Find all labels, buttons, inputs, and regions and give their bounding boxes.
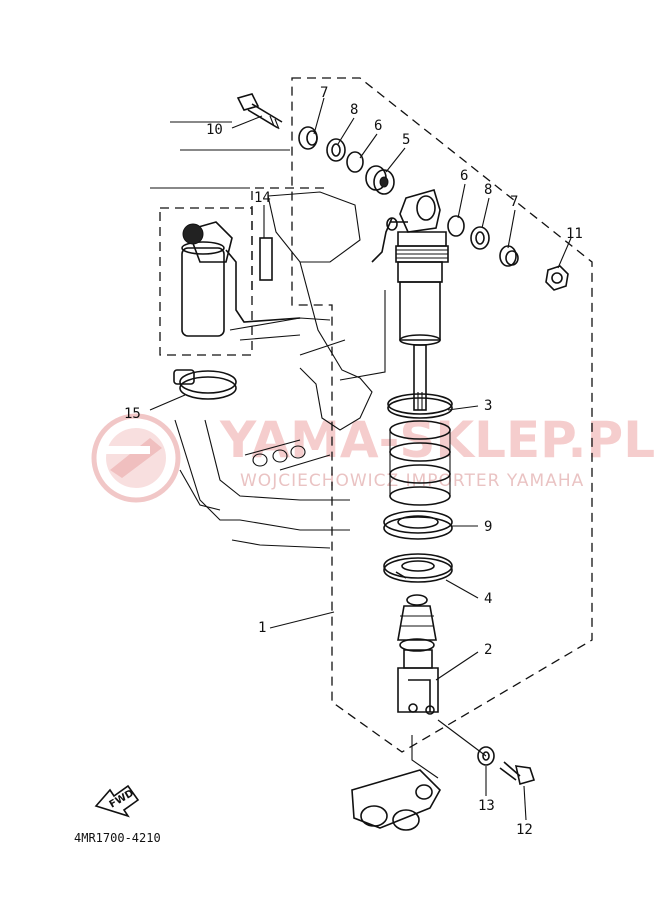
spring-seat-4 xyxy=(383,553,453,583)
callout-15: 15 xyxy=(124,406,141,422)
spring-3 xyxy=(389,420,451,506)
hose-clamp xyxy=(173,369,237,400)
callout-8-top: 8 xyxy=(350,102,358,118)
watermark-logo xyxy=(91,413,181,503)
callout-6-top: 6 xyxy=(374,118,382,134)
callout-5: 5 xyxy=(402,132,410,148)
reservoir-boundary xyxy=(159,207,253,356)
callout-3: 3 xyxy=(484,398,492,414)
bracket-boundary xyxy=(251,187,330,290)
collar-7-top xyxy=(298,126,318,150)
diagram-code: 4MR1700-4210 xyxy=(74,831,161,845)
callout-7-right: 7 xyxy=(510,194,518,210)
callouts: 7 8 6 5 6 8 7 11 10 14 15 3 9 4 2 1 13 1… xyxy=(124,85,583,838)
frame-outline xyxy=(150,121,386,549)
rear-shock-absorber xyxy=(371,189,449,411)
lower-joint-2 xyxy=(397,594,439,715)
oil-seal-8-top xyxy=(326,138,346,162)
callout-9: 9 xyxy=(484,519,492,535)
bolt-10 xyxy=(236,93,283,130)
fwd-direction-arrow: FWD xyxy=(94,784,140,818)
callout-14: 14 xyxy=(254,190,271,206)
callout-4: 4 xyxy=(484,591,492,607)
callout-10: 10 xyxy=(206,122,223,138)
shock-assembly-boundary xyxy=(291,77,593,753)
leader-lines xyxy=(149,97,572,821)
callout-6-right: 6 xyxy=(460,168,468,184)
callout-12: 12 xyxy=(516,822,533,838)
nut-11 xyxy=(545,265,569,291)
spring-guide-9 xyxy=(383,510,453,540)
bolt-12 xyxy=(499,761,536,786)
relay-arm xyxy=(351,735,441,831)
oil-seal-8-right xyxy=(470,226,490,250)
callout-11: 11 xyxy=(566,226,583,242)
circlip-6-top xyxy=(346,151,364,173)
callout-13: 13 xyxy=(478,798,495,814)
callout-7-top: 7 xyxy=(320,85,328,101)
reservoir-tank xyxy=(181,221,301,337)
watermark-tagline: WOJCIECHOWICZ IMPORTER YAMAHA xyxy=(240,471,584,491)
callout-2: 2 xyxy=(484,642,492,658)
callout-1: 1 xyxy=(258,620,266,636)
washer-13 xyxy=(477,746,495,766)
circlip-6-right xyxy=(447,215,465,237)
callout-8-right: 8 xyxy=(484,182,492,198)
watermark: YAMA-SKLEP.PL WOJCIECHOWICZ IMPORTER YAM… xyxy=(91,411,655,503)
spring-seat-upper xyxy=(387,393,453,419)
bearing-5 xyxy=(365,165,395,195)
collar-7-right xyxy=(499,245,519,267)
